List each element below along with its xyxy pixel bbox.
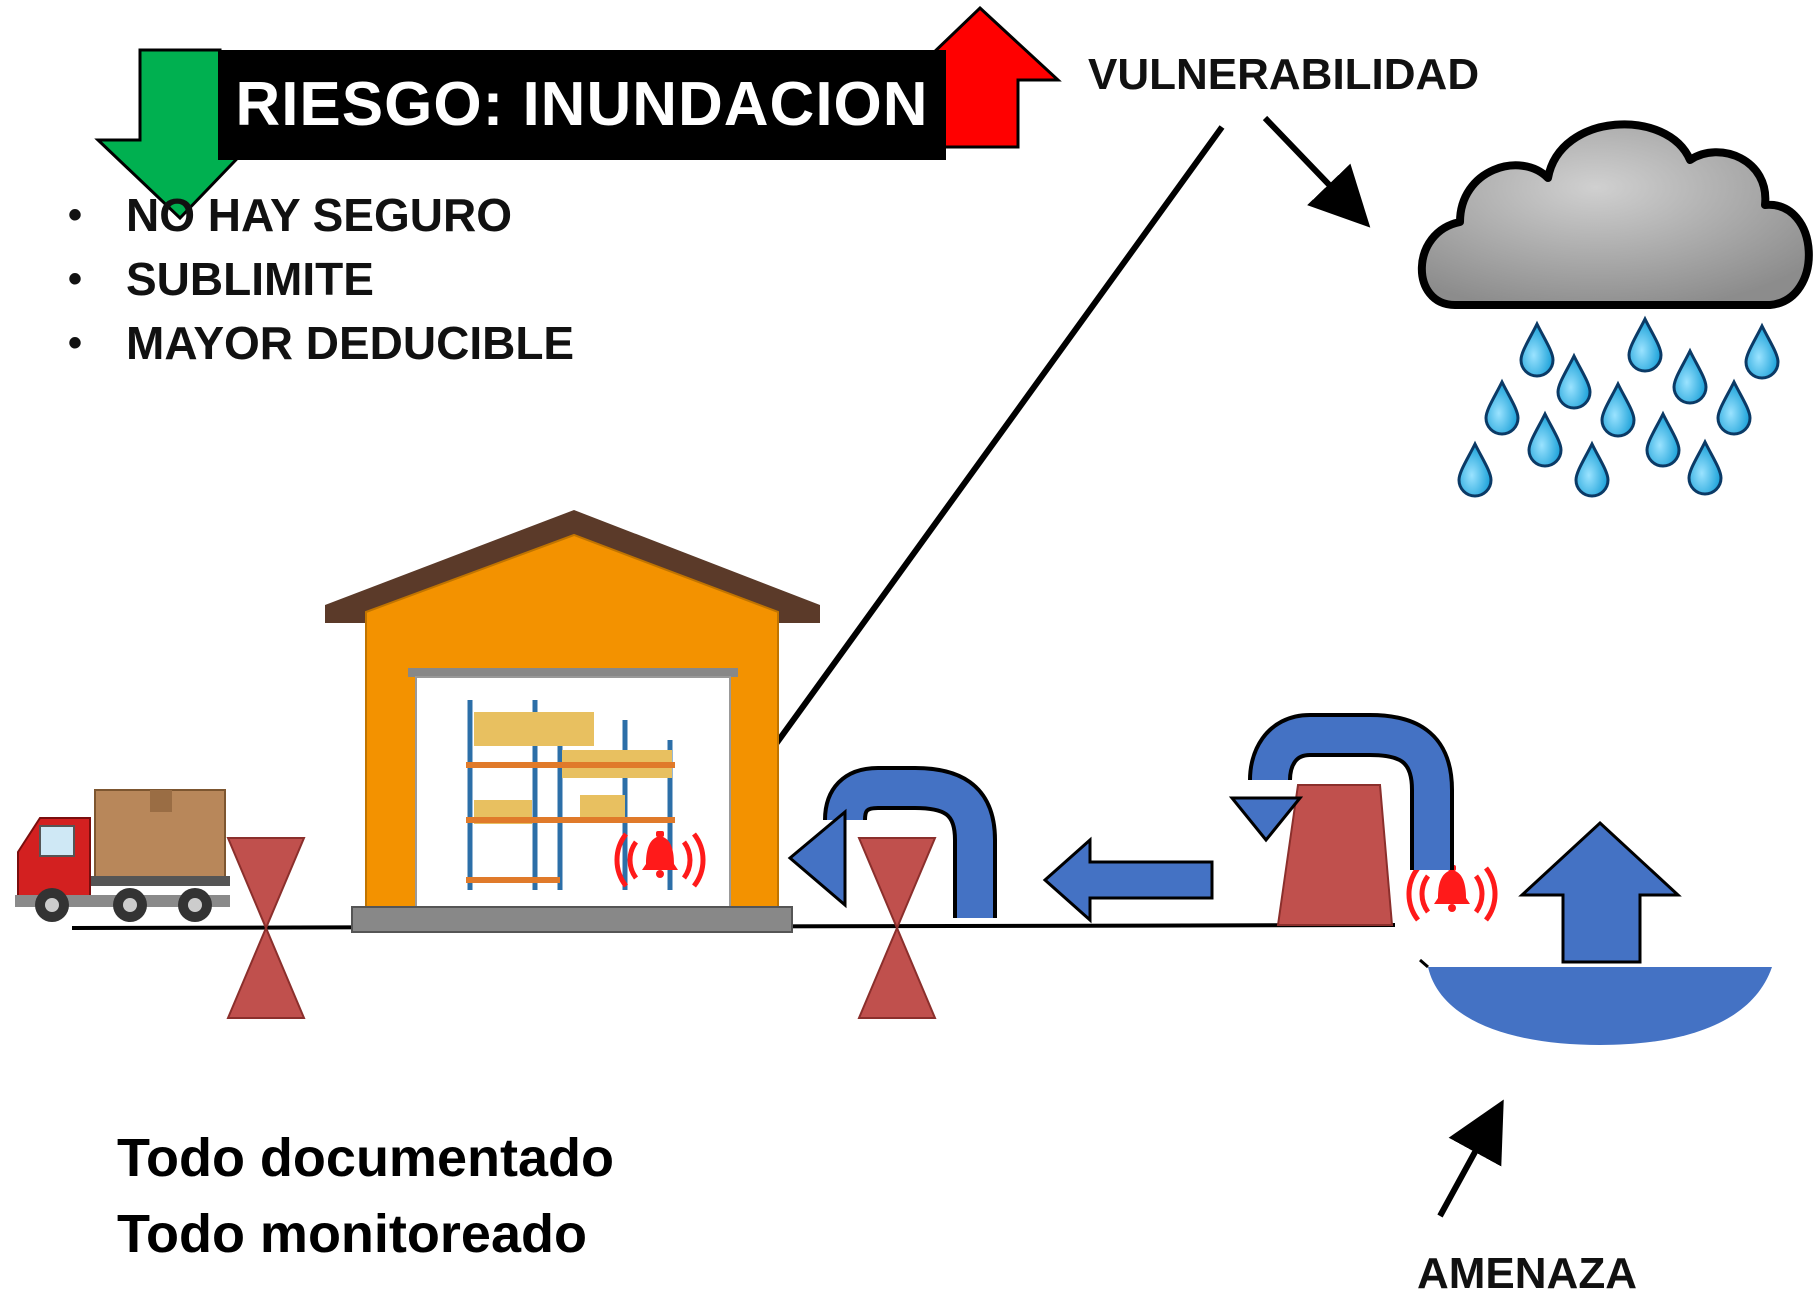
water-body	[1428, 967, 1772, 1045]
vulnerability-pointer-to-cloud	[1262, 115, 1371, 228]
footer-line-documented: Todo documentado	[117, 1128, 614, 1188]
water-flow-arrow-left	[787, 766, 997, 918]
water-flow-arrow-right	[1228, 713, 1454, 870]
threat-label: AMENAZA	[1417, 1249, 1637, 1298]
water-pump	[1276, 784, 1394, 926]
vulnerability-label: VULNERABILIDAD	[1088, 50, 1480, 99]
list-item: NO HAY SEGURO	[60, 183, 574, 247]
page-title: RIESGO: INUNDACION	[218, 50, 946, 160]
list-item: SUBLIMITE	[60, 247, 574, 311]
alarm-bell-icon	[1409, 865, 1495, 920]
risk-bullet-list: NO HAY SEGURO SUBLIMITE MAYOR DEDUCIBLE	[60, 183, 574, 375]
water-flow-arrow-middle	[1042, 836, 1214, 924]
footer-line-monitored: Todo monitoreado	[117, 1204, 587, 1264]
list-item: MAYOR DEDUCIBLE	[60, 311, 574, 375]
truck-icon	[15, 789, 230, 922]
rain-cloud-icon	[1417, 120, 1813, 498]
threat-pointer	[1437, 1099, 1504, 1218]
warehouse-icon	[325, 510, 820, 933]
water-rise-arrow	[1518, 820, 1682, 964]
vulnerability-pointer-to-warehouse	[700, 125, 1225, 848]
footer-notes: Todo documentado Todo monitoreado	[117, 1120, 614, 1272]
